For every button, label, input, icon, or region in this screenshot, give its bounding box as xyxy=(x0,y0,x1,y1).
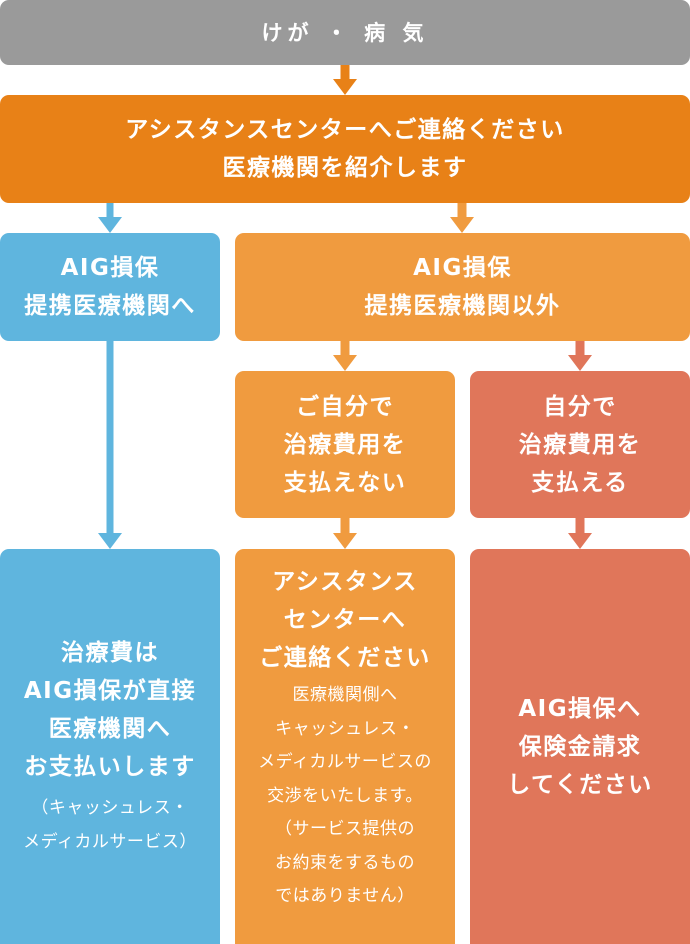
note-line: 医療機関側へ xyxy=(292,685,398,705)
result-line: 治療費は xyxy=(61,640,159,666)
result-line: してください xyxy=(507,771,653,798)
note-line: （サービス提供の xyxy=(275,819,415,839)
arrow-down-icon xyxy=(333,65,357,95)
result-line: AIG損保へ xyxy=(518,695,642,722)
arrow-down-icon xyxy=(450,203,474,233)
step-non-partner-hospital: AIG損保 提携医療機関以外 xyxy=(235,233,690,341)
result-line: ご連絡ください xyxy=(259,645,431,671)
step-line: AIG損保 xyxy=(60,255,160,281)
note-line: （キャッシュレス・ xyxy=(31,798,189,818)
result-line: 保険金請求 xyxy=(518,733,642,760)
note-line: メディカルサービス） xyxy=(23,831,197,852)
note-line: ではありません） xyxy=(275,886,415,906)
result-line: アシスタンス xyxy=(272,569,418,595)
step-can-pay: 自分で 治療費用を 支払える xyxy=(470,371,690,518)
step-label: けが ・ 病 気 xyxy=(261,20,429,45)
note-line: 交渉をいたします。 xyxy=(267,785,423,806)
step-line: 治療費用を xyxy=(518,431,642,458)
arrow-down-icon xyxy=(333,341,357,371)
arrow-down-icon xyxy=(98,203,122,233)
arrow-down-icon xyxy=(333,518,357,549)
step-line: ご自分で xyxy=(296,393,394,420)
result-line: お支払いします xyxy=(24,754,196,780)
step-line: アシスタンスセンターへご連絡ください xyxy=(125,117,565,143)
step-contact-assistance-center: アシスタンスセンターへご連絡ください 医療機関を紹介します xyxy=(0,95,690,203)
result-line: AIG損保が直接 xyxy=(23,678,197,704)
arrow-down-icon xyxy=(568,341,592,371)
step-line: 医療機関を紹介します xyxy=(222,155,468,181)
result-line: 医療機関へ xyxy=(48,716,172,742)
step-line: 支払えない xyxy=(283,469,407,496)
result-note: （キャッシュレス・ メディカルサービス） xyxy=(23,792,197,859)
arrow-down-icon xyxy=(98,341,122,549)
result-contact-center: アシスタンス センターへ ご連絡ください 医療機関側へ キャッシュレス・ メディ… xyxy=(235,549,455,944)
result-line: センターへ xyxy=(283,607,407,633)
note-line: キャッシュレス・ xyxy=(275,718,415,739)
step-partner-hospital: AIG損保 提携医療機関へ xyxy=(0,233,220,341)
step-injury-illness: けが ・ 病 気 xyxy=(0,0,690,65)
note-line: お約束をするもの xyxy=(275,852,415,873)
step-line: AIG損保 xyxy=(413,255,512,281)
result-insurance-claim: AIG損保へ 保険金請求 してください xyxy=(470,549,690,944)
result-note: 医療機関側へ キャッシュレス・ メディカルサービスの 交渉をいたします。 （サー… xyxy=(258,679,432,914)
step-line: 支払える xyxy=(531,469,629,496)
step-line: 提携医療機関以外 xyxy=(364,293,561,319)
step-cannot-pay: ご自分で 治療費用を 支払えない xyxy=(235,371,455,518)
arrow-down-icon xyxy=(568,518,592,549)
step-line: 治療費用を xyxy=(283,431,407,458)
result-direct-payment: 治療費は AIG損保が直接 医療機関へ お支払いします （キャッシュレス・ メデ… xyxy=(0,549,220,944)
step-line: 提携医療機関へ xyxy=(24,293,196,319)
note-line: メディカルサービスの xyxy=(258,752,432,772)
step-line: 自分で xyxy=(543,393,617,420)
